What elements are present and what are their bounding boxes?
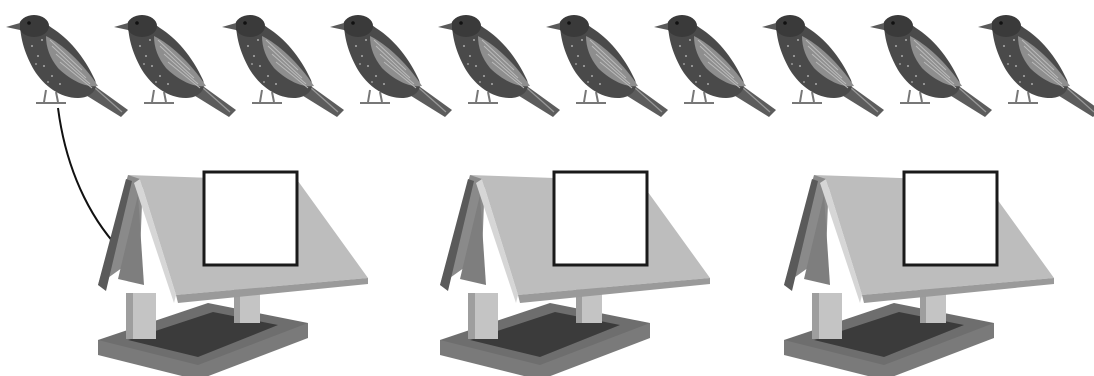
starling-icon: [113, 14, 237, 118]
bird-feeder-2: [440, 170, 710, 376]
birds-row: [5, 14, 1094, 118]
starling-icon: [545, 14, 669, 118]
starling-icon: [977, 14, 1094, 118]
starling-icon: [221, 14, 345, 118]
bird-feeder-3: [784, 170, 1054, 376]
answer-box[interactable]: [202, 170, 299, 267]
starling-icon: [761, 14, 885, 118]
starling-icon: [437, 14, 561, 118]
answer-box[interactable]: [552, 170, 649, 267]
answer-box[interactable]: [902, 170, 999, 267]
starling-icon: [329, 14, 453, 118]
bird-feeder-1: [98, 170, 368, 376]
starling-icon: [5, 14, 129, 118]
starling-icon: [653, 14, 777, 118]
starling-icon: [869, 14, 993, 118]
